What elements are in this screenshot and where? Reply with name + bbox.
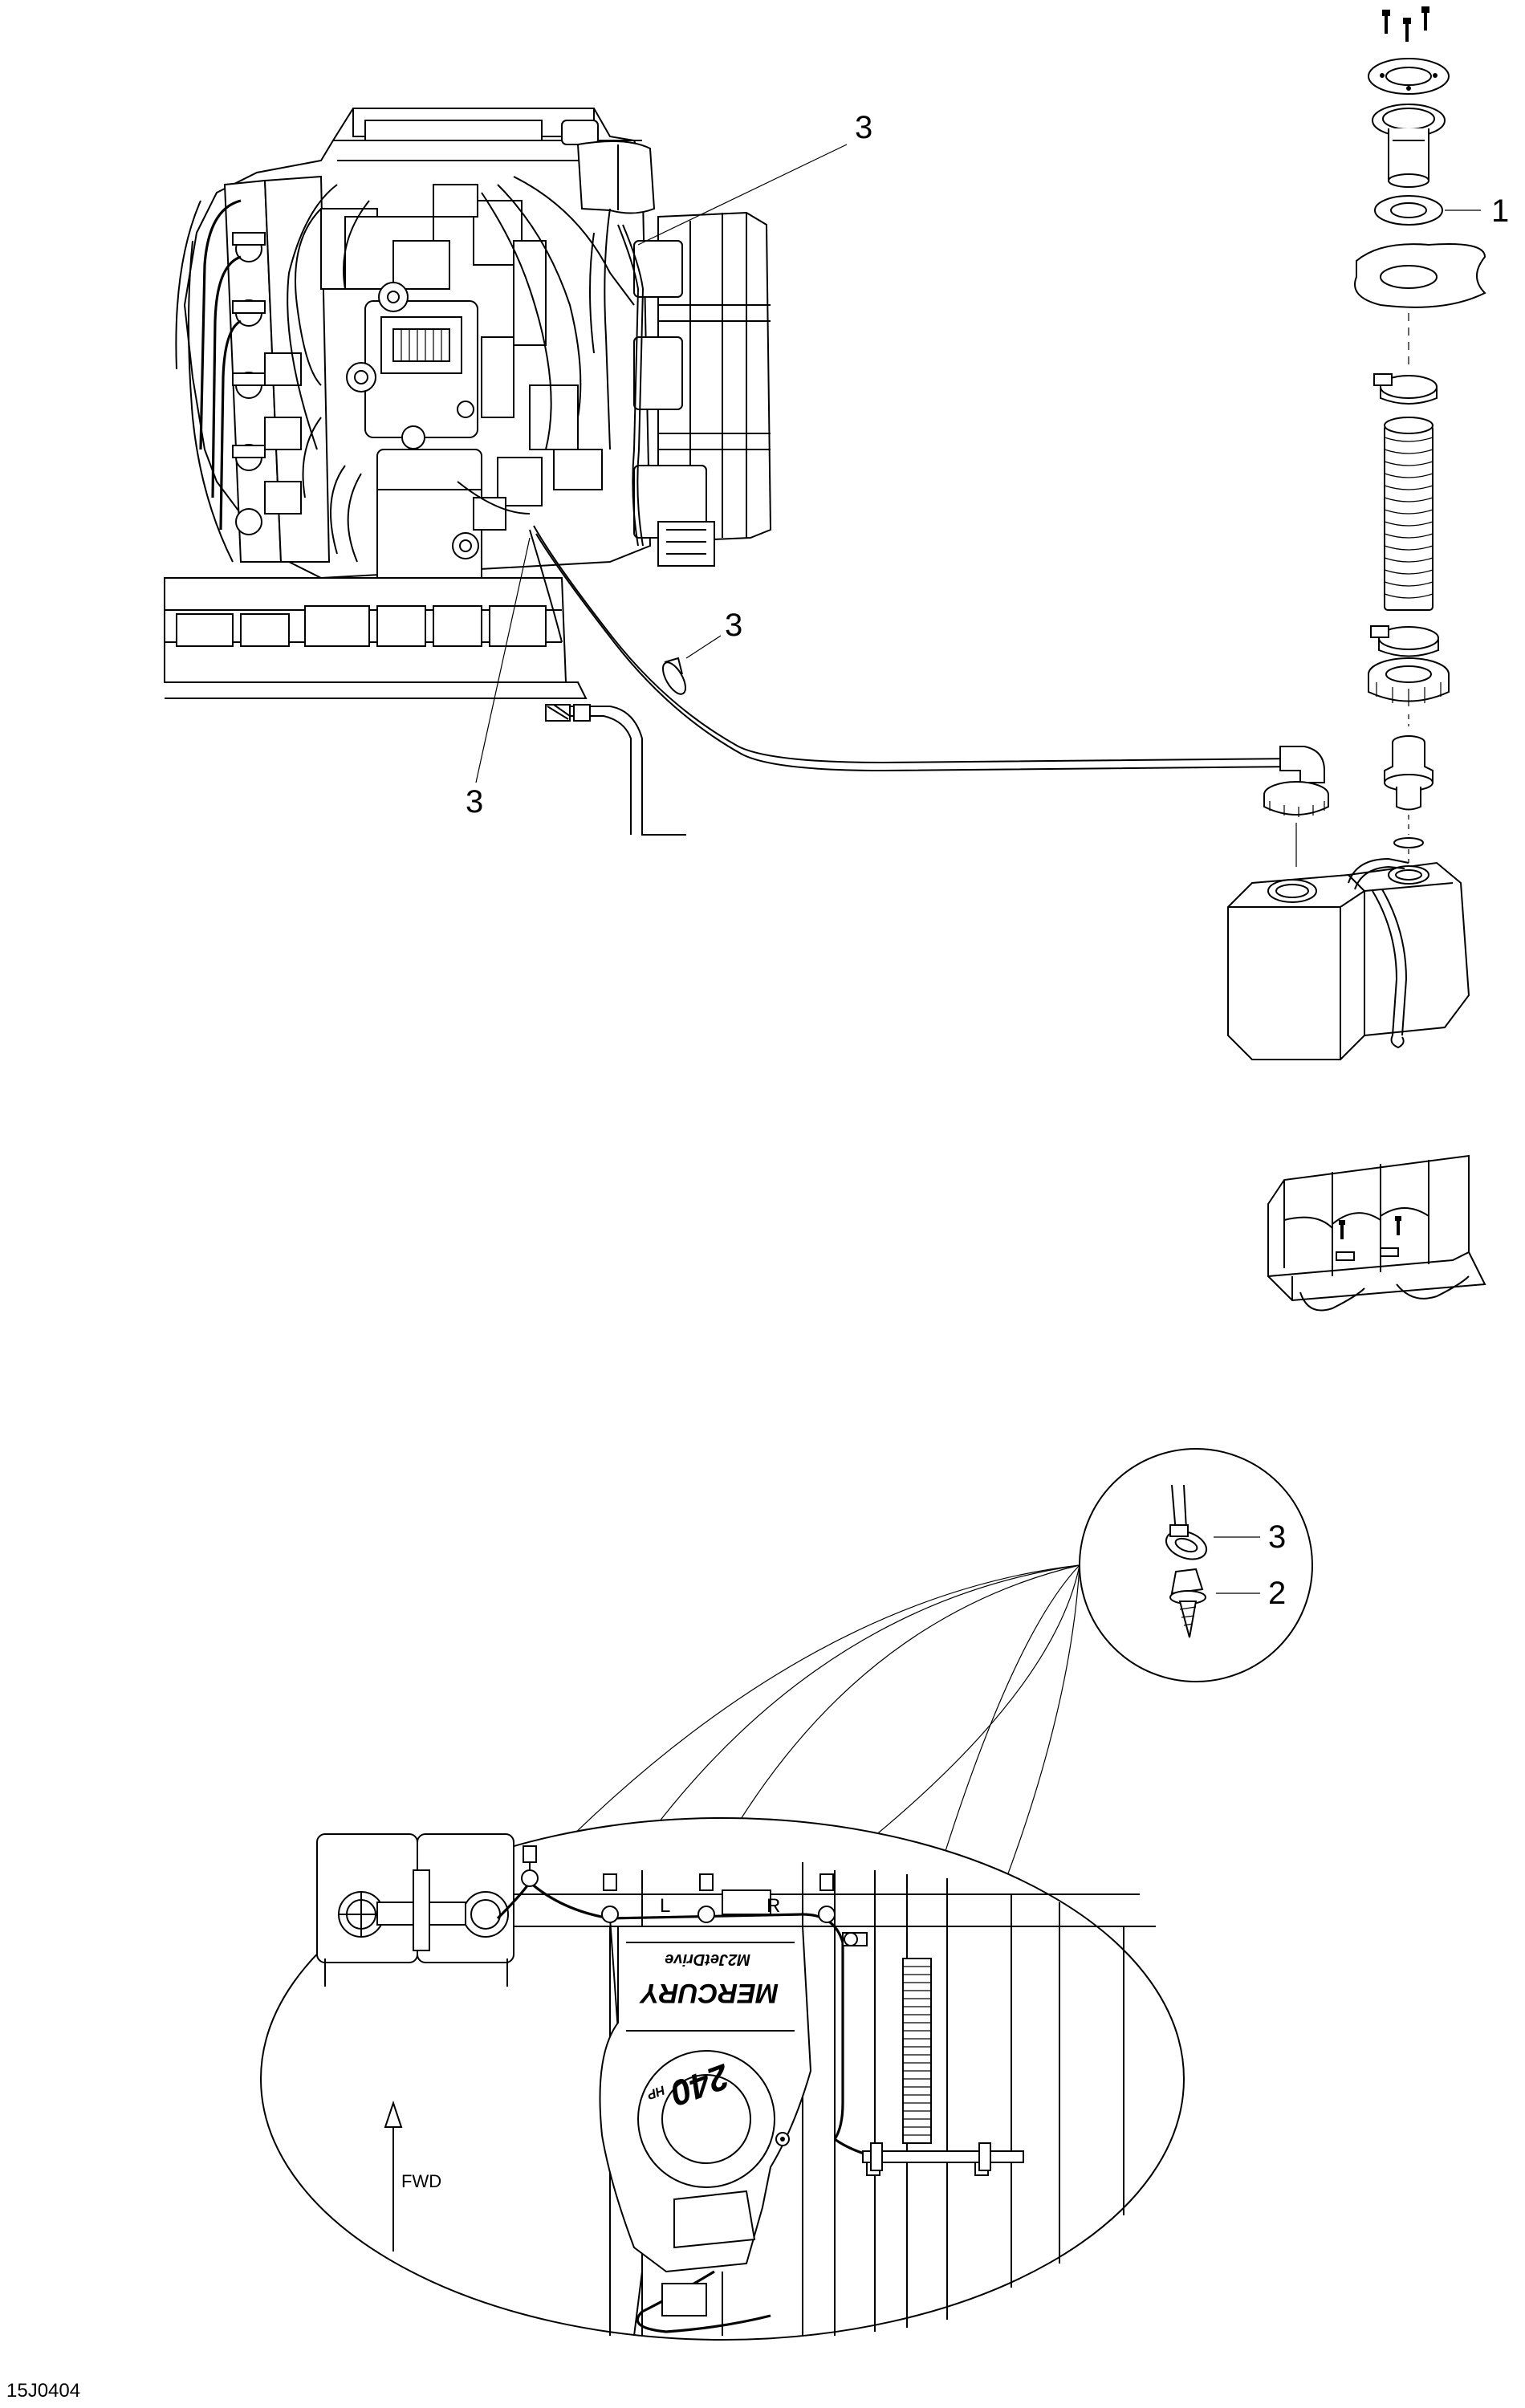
jet-drive-housing: MERCURY M2JetDrive 240 HP	[599, 1926, 812, 2273]
jet-drive-view: L R MERCURY M2JetDrive 240 HP	[260, 1817, 1185, 2341]
toothed-rack	[862, 1958, 1024, 2171]
retaining-nut	[1368, 657, 1450, 706]
callout-3-left: 3	[466, 784, 483, 820]
tie-wrap-icon	[1165, 1484, 1208, 1560]
callout-3-top: 3	[855, 110, 872, 145]
hull-pan	[164, 577, 686, 836]
drive-cable-loop	[633, 2270, 771, 2337]
reservoir-bracket	[1267, 1154, 1486, 1312]
hose-clamp-upper	[1373, 373, 1438, 405]
figure-code: 15J0404	[6, 2380, 80, 2402]
oil-reservoir	[1227, 781, 1470, 1060]
oil-filler-assembly: 1	[1354, 6, 1509, 863]
filler-hose	[1384, 417, 1434, 611]
lower-module	[376, 449, 482, 587]
harness-electrics	[287, 176, 635, 563]
reservoir-cap	[1263, 781, 1329, 817]
label-left: L	[660, 1895, 670, 1917]
engine-assembly	[164, 108, 1325, 836]
callout-3-mid: 3	[725, 608, 742, 643]
hose-clamp-lower	[1370, 625, 1439, 657]
detail-circle: 3 2	[528, 1448, 1313, 2056]
oil-lines	[589, 208, 645, 547]
screws	[1382, 6, 1429, 42]
fwd-label: FWD	[401, 2171, 441, 2191]
callout-1: 1	[1491, 193, 1509, 229]
filler-fitting	[1384, 735, 1434, 811]
right-housing	[633, 211, 772, 567]
label-right: R	[767, 1895, 780, 1917]
callouts-top: 3 3 3	[466, 110, 872, 820]
model-logo-text: M2JetDrive	[665, 1950, 750, 1968]
cylinder-bank	[175, 175, 331, 563]
hp-unit-text: HP	[645, 2083, 667, 2102]
reservoir-top-view	[316, 1833, 514, 1987]
callout-3-detail: 3	[1268, 1519, 1286, 1555]
brand-logo-text: MERCURY	[638, 1978, 779, 2008]
callout-2: 2	[1268, 1576, 1286, 1611]
forward-arrow: FWD	[384, 2100, 441, 2251]
oil-feed-hose	[529, 525, 1325, 783]
push-fastener-icon	[1169, 1568, 1206, 1638]
ecu-module	[346, 300, 514, 449]
